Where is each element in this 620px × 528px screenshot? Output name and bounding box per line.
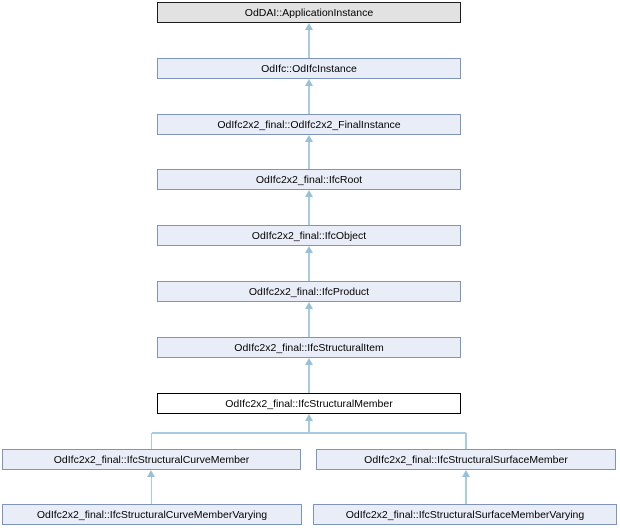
class-node-ifcstructuralsurfacemembervarying[interactable]: OdIfc2x2_final::IfcStructuralSurfaceMemb… [313, 504, 617, 525]
inheritance-edge-line [308, 30, 310, 58]
inheritance-edge-line [308, 86, 310, 114]
inheritance-edge-line [308, 253, 310, 281]
class-node-ifcstructuralcurvemember[interactable]: OdIfc2x2_final::IfcStructuralCurveMember [2, 449, 301, 470]
arrowhead-up-icon [304, 246, 313, 253]
class-node-oddai-applicationinstance: OdDAI::ApplicationInstance [157, 2, 461, 23]
inheritance-edge-line [150, 433, 153, 449]
inheritance-edge-bus [151, 432, 466, 434]
inheritance-edge-line [465, 433, 467, 449]
arrowhead-up-icon [461, 470, 470, 477]
inheritance-edge-line [308, 309, 310, 337]
inheritance-edge-line [150, 477, 153, 504]
class-node-ifcroot[interactable]: OdIfc2x2_final::IfcRoot [157, 169, 461, 190]
class-node-odifc2x2-finalinstance[interactable]: OdIfc2x2_final::OdIfc2x2_FinalInstance [157, 114, 461, 135]
class-node-ifcstructuralmember: OdIfc2x2_final::IfcStructuralMember [157, 393, 461, 414]
inheritance-edge-line [308, 421, 310, 433]
inheritance-edge-line [465, 477, 467, 504]
arrowhead-up-icon [304, 79, 313, 86]
class-node-odifc-odifcinstance[interactable]: OdIfc::OdIfcInstance [157, 58, 461, 79]
arrowhead-up-icon [304, 414, 313, 421]
arrowhead-up-icon [304, 190, 313, 197]
class-node-ifcobject[interactable]: OdIfc2x2_final::IfcObject [157, 225, 461, 246]
arrowhead-up-icon [304, 358, 313, 365]
inheritance-edge-line [308, 197, 310, 225]
class-node-ifcstructuralcurvemembervarying[interactable]: OdIfc2x2_final::IfcStructuralCurveMember… [2, 504, 302, 525]
inheritance-edge-line [308, 365, 310, 393]
class-node-ifcproduct[interactable]: OdIfc2x2_final::IfcProduct [157, 281, 461, 302]
class-node-ifcstructuralitem[interactable]: OdIfc2x2_final::IfcStructuralItem [157, 337, 461, 358]
class-node-ifcstructuralsurfacemember[interactable]: OdIfc2x2_final::IfcStructuralSurfaceMemb… [316, 449, 616, 470]
arrowhead-up-icon [304, 23, 313, 30]
inheritance-edge-line [308, 142, 310, 169]
arrowhead-up-icon [304, 302, 313, 309]
arrowhead-up-icon [304, 135, 313, 142]
arrowhead-up-icon [147, 470, 155, 477]
